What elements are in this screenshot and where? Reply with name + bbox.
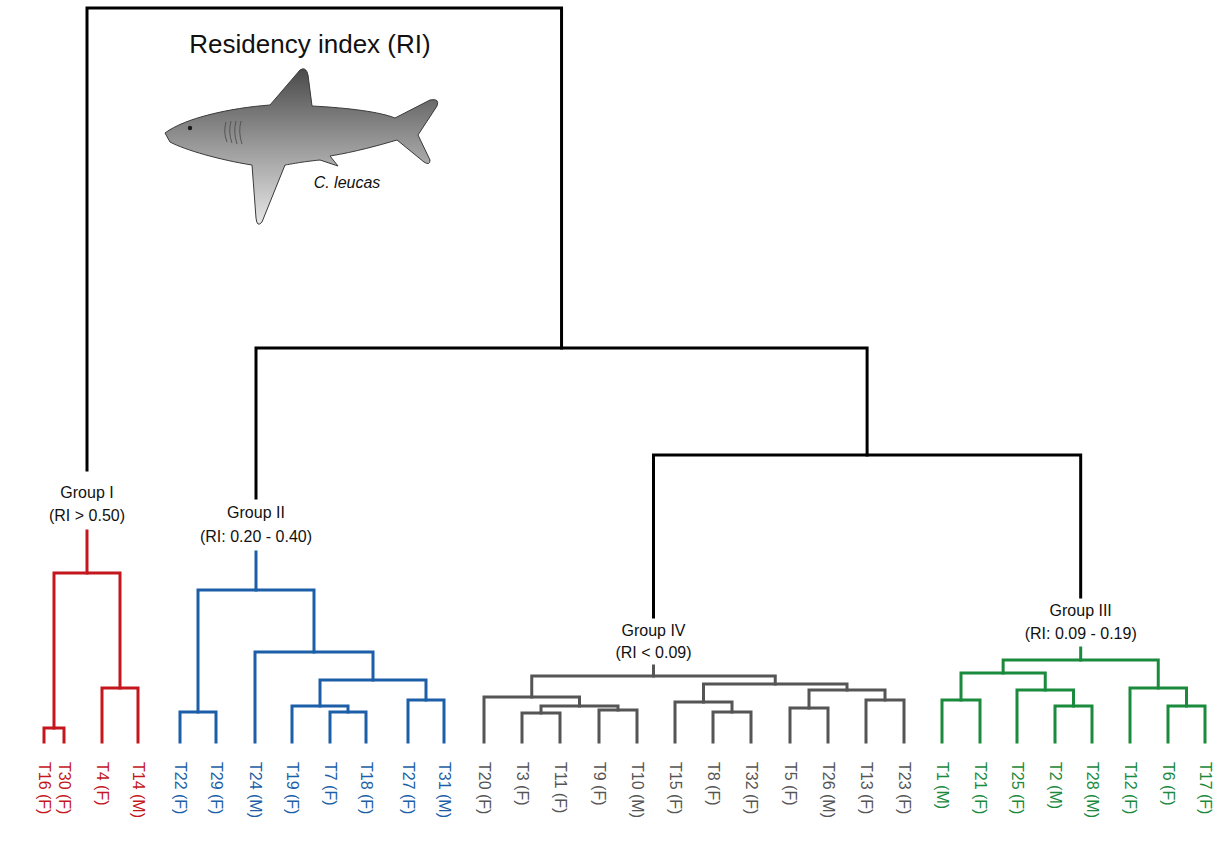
branch-line (1079, 648, 1082, 660)
tag-label: T26 (M) (819, 762, 837, 818)
tag-label: T9 (F) (590, 762, 608, 806)
tag-label: T27 (F) (399, 762, 417, 814)
branch-line (256, 348, 867, 498)
branch-line (532, 676, 776, 697)
tag-label: T29 (F) (207, 762, 225, 814)
cluster-branches (484, 666, 904, 742)
branch-line (320, 680, 426, 706)
branch-line (1017, 690, 1074, 742)
tag-label: T7 (F) (321, 762, 339, 806)
tag-label: T1 (M) (933, 762, 951, 809)
tag-label: T24 (M) (246, 762, 264, 818)
branch-line (87, 8, 562, 470)
chart-title: Residency index (RI) (189, 30, 430, 60)
branch-line (790, 708, 828, 742)
cluster-branches (942, 648, 1205, 742)
group-name: Group III (1050, 602, 1112, 620)
branch-line (675, 702, 732, 742)
branch-line (180, 712, 216, 742)
group-name: Group IV (621, 622, 685, 640)
group-range: (RI < 0.09) (615, 644, 691, 662)
branch-line (1055, 706, 1092, 742)
tag-label: T19 (F) (283, 762, 301, 814)
tag-label: T28 (M) (1083, 762, 1101, 818)
cluster-branches (180, 552, 444, 742)
branch-line (255, 552, 258, 590)
branch-line (408, 700, 444, 742)
tag-label: T18 (F) (357, 762, 375, 814)
branch-line (255, 652, 373, 742)
group-range: (RI: 0.20 - 0.40) (200, 528, 312, 546)
branch-line (484, 697, 580, 742)
branch-line (44, 728, 64, 742)
tag-label: T4 (F) (93, 762, 111, 806)
tag-label: T17 (F) (1196, 762, 1214, 814)
branch-line (961, 673, 1045, 700)
tag-label: T21 (F) (971, 762, 989, 814)
shark-body (165, 69, 438, 224)
shark-drawing (165, 69, 438, 224)
branch-line (599, 710, 637, 742)
shark-eye (188, 126, 192, 130)
branch-line (654, 455, 1081, 617)
branch-line (292, 706, 348, 742)
branch-line (652, 666, 655, 676)
tag-label: T11 (F) (551, 762, 569, 813)
branch-line (1130, 688, 1187, 742)
cluster-branches (44, 531, 138, 742)
group-name: Group I (60, 484, 113, 502)
branch-line (86, 531, 89, 573)
tag-label: T14 (M) (129, 762, 147, 818)
branch-line (522, 713, 560, 742)
tag-label: T25 (F) (1008, 762, 1026, 814)
branch-line (54, 573, 120, 728)
tag-label: T12 (F) (1121, 762, 1139, 814)
branch-line (1003, 660, 1158, 688)
tag-label: T3 (F) (513, 762, 531, 806)
tag-label: T32 (F) (742, 762, 760, 814)
branch-line (330, 712, 366, 742)
gill-slits (225, 121, 242, 144)
branch-line (102, 688, 138, 742)
branch-line (704, 684, 848, 702)
tag-label: T2 (M) (1046, 762, 1064, 809)
species-label: C. leucas (314, 174, 381, 192)
tag-label: T10 (M) (628, 762, 646, 818)
group-name: Group II (227, 504, 285, 522)
tag-label: T5 (F) (781, 762, 799, 806)
branch-line (1168, 706, 1205, 742)
branch-line (198, 590, 314, 712)
tag-label: T6 (F) (1159, 762, 1177, 806)
tag-label: T31 (M) (435, 762, 453, 818)
branch-line (713, 712, 751, 742)
tag-label: T15 (F) (666, 762, 684, 814)
branch-line (809, 690, 885, 708)
tag-label: T8 (F) (704, 762, 722, 806)
branch-line (866, 700, 904, 742)
upper-branches (87, 8, 1081, 617)
tag-label: T16 (F) (35, 762, 53, 814)
branch-line (942, 700, 980, 742)
tag-label: T30 (F) (55, 762, 73, 814)
group-range: (RI: 0.09 - 0.19) (1025, 625, 1137, 643)
tag-label: T23 (F) (895, 762, 913, 814)
tag-label: T20 (F) (475, 762, 493, 814)
group-range: (RI > 0.50) (49, 507, 125, 525)
tag-label: T13 (F) (857, 762, 875, 814)
tag-label: T22 (F) (171, 762, 189, 814)
